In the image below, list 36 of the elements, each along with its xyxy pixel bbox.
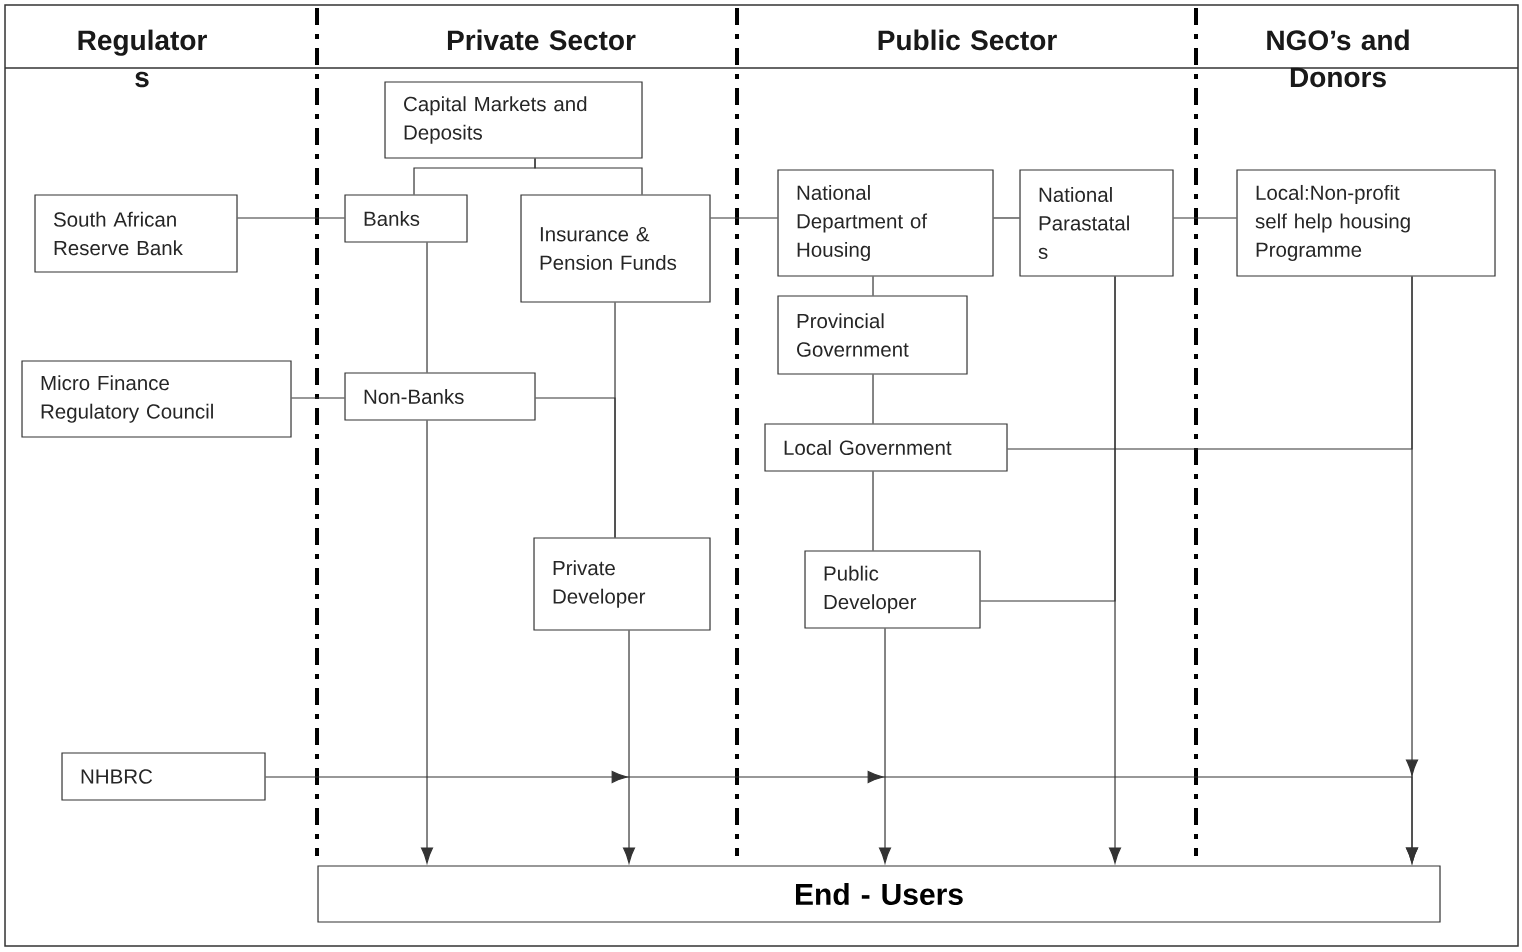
- process-box: Private Developer: [533, 537, 711, 631]
- connector-line: [872, 374, 874, 424]
- process-box: Public Developer: [804, 550, 981, 629]
- connector-line: [710, 217, 778, 219]
- process-box: South African Reserve Bank: [34, 194, 238, 273]
- connector-line: [980, 276, 1116, 602]
- column-heading: Private Sector: [447, 29, 636, 51]
- arrow: [622, 630, 636, 864]
- column-heading: Regulator s: [78, 29, 207, 88]
- column-heading: Public Sector: [878, 29, 1057, 51]
- connector-line: [426, 242, 428, 373]
- process-box: National Department of Housing: [777, 169, 994, 277]
- connector-line: [534, 158, 643, 195]
- process-box: Provincial Government: [777, 295, 968, 375]
- arrow: [420, 420, 434, 864]
- process-box: Banks: [344, 194, 468, 243]
- connector-line: [872, 276, 874, 296]
- end-users-bar: End - Users: [317, 865, 1441, 923]
- connector-line: [535, 397, 616, 538]
- connector-line: [237, 217, 345, 219]
- process-box: NHBRC: [61, 752, 266, 801]
- process-box: Micro Finance Regulatory Council: [21, 360, 292, 438]
- connector-line: [872, 471, 874, 551]
- arrow: [265, 759, 1419, 864]
- connector-line: [993, 217, 1020, 219]
- process-box: National Parastatal s: [1019, 169, 1174, 277]
- process-box: Capital Markets and Deposits: [384, 81, 643, 159]
- process-box: Insurance & Pension Funds: [520, 194, 711, 303]
- process-box: Local Government: [764, 423, 1008, 472]
- connector-line: [291, 397, 345, 399]
- process-box: Local:Non-profit self help housing Programme: [1236, 169, 1496, 277]
- arrow: [878, 628, 892, 864]
- connector-line: [1173, 217, 1237, 219]
- column-heading: NGO’s and Donors: [1267, 29, 1409, 88]
- connector-line: [1007, 276, 1413, 450]
- process-box: Non-Banks: [344, 372, 536, 421]
